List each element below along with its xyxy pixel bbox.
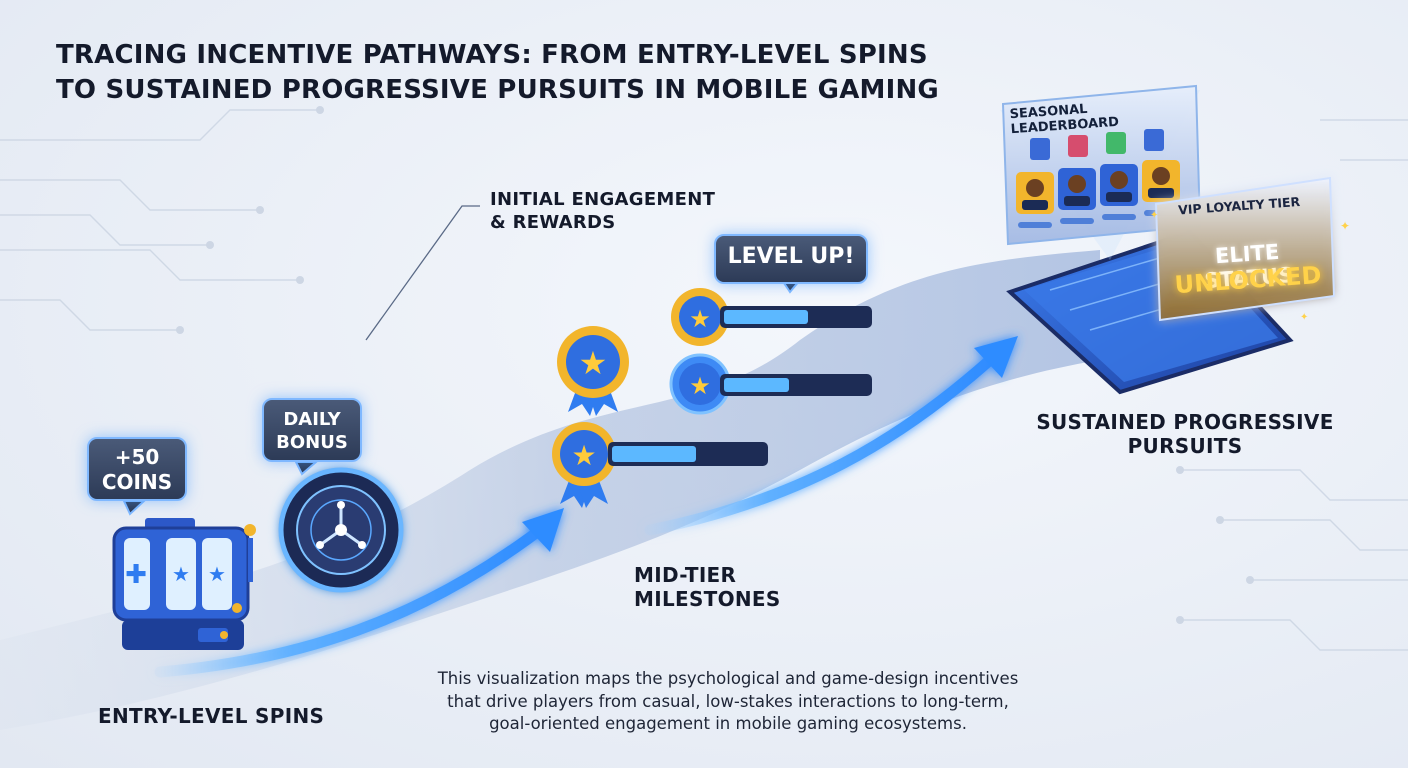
coins-bubble-amount: +50	[114, 445, 160, 469]
daily-bonus-line-1: DAILY	[283, 409, 341, 430]
stage-initial-line-1: INITIAL ENGAGEMENT	[490, 189, 716, 210]
stage-entry-level: ENTRY-LEVEL SPINS	[98, 704, 325, 728]
level-up-bubble: LEVEL UP!	[714, 234, 868, 284]
stage-sustained-line-2: PURSUITS	[1127, 434, 1243, 458]
daily-bonus-bubble: DAILY BONUS	[262, 398, 362, 462]
daily-bonus-line-2: BONUS	[276, 432, 348, 453]
stage-mid-line-1: MID-TIER	[634, 563, 737, 587]
progression-band	[0, 250, 1100, 730]
coins-bubble: +50 COINS	[87, 437, 187, 501]
page-title-line-2: TO SUSTAINED PROGRESSIVE PURSUITS IN MOB…	[56, 75, 939, 105]
stage-mid-tier: MID-TIER MILESTONES	[634, 563, 781, 611]
stage-sustained: SUSTAINED PROGRESSIVE PURSUITS	[1035, 410, 1335, 458]
page-title-line-1: TRACING INCENTIVE PATHWAYS: FROM ENTRY-L…	[56, 40, 928, 70]
description-line-1: This visualization maps the psychologica…	[437, 669, 1019, 688]
arrow-upper	[644, 354, 996, 536]
circuit-lines	[0, 109, 1408, 651]
description-line-3: goal-oriented engagement in mobile gamin…	[489, 714, 967, 733]
page-title: TRACING INCENTIVE PATHWAYS: FROM ENTRY-L…	[56, 38, 1016, 108]
stage-mid-line-2: MILESTONES	[634, 587, 781, 611]
description-line-2: that drive players from casual, low-stak…	[447, 691, 1009, 711]
progression-arrows	[154, 336, 1018, 678]
coins-bubble-label: COINS	[101, 470, 173, 494]
description: This visualization maps the psychologica…	[408, 668, 1048, 736]
stage-initial-line-2: & REWARDS	[490, 212, 616, 233]
connector-line	[365, 205, 480, 341]
stage-initial-engagement: INITIAL ENGAGEMENT & REWARDS	[490, 188, 715, 234]
arrow-lower	[154, 524, 546, 678]
stage-sustained-line-1: SUSTAINED PROGRESSIVE	[1036, 410, 1334, 434]
